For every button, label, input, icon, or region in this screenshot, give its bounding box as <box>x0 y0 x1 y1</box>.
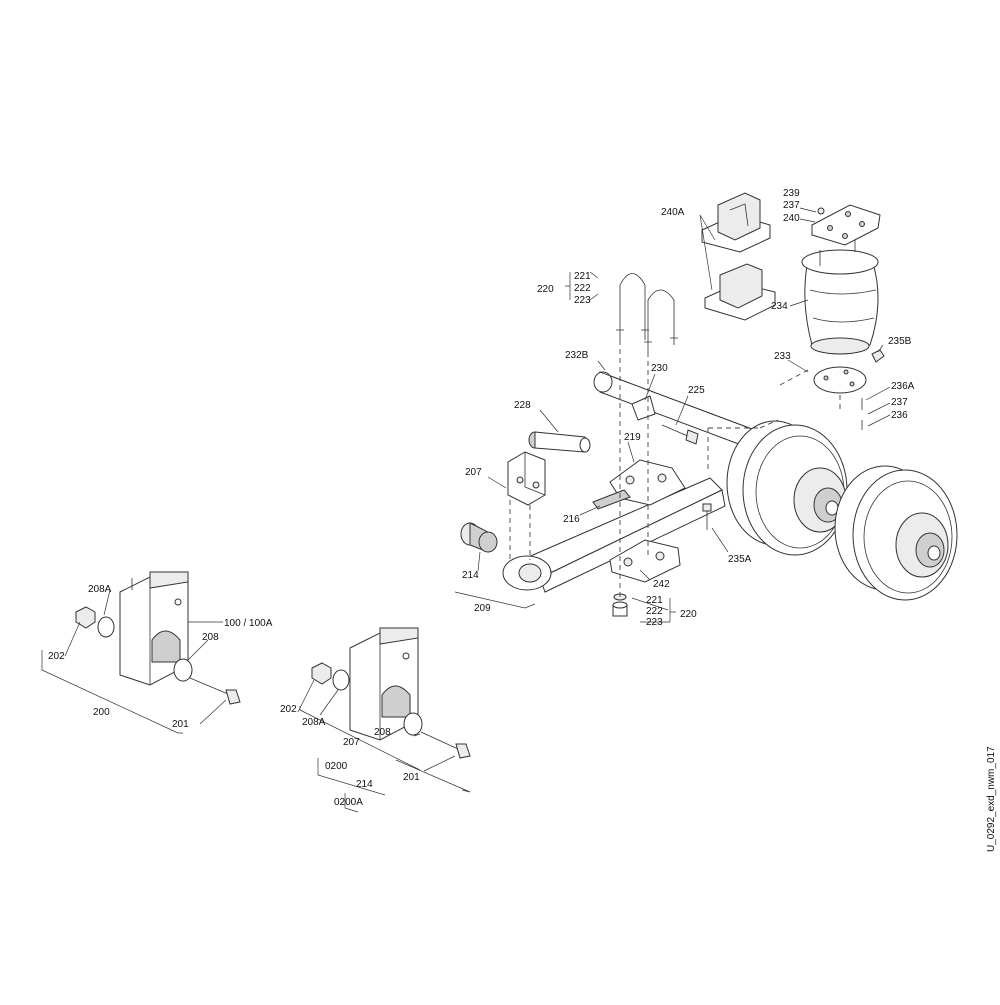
callout-0200: 0200 <box>325 761 348 772</box>
callout-201: 201 <box>172 719 189 730</box>
callout-208b: 208 <box>374 727 391 738</box>
callout-236A: 236A <box>891 381 915 392</box>
callout-100: 100 / 100A <box>224 618 273 629</box>
callout-240A: 240A <box>661 207 685 218</box>
callout-236: 236 <box>891 410 908 421</box>
callout-207b: 207 <box>343 737 360 748</box>
callout-0200A: 0200A <box>334 797 363 808</box>
callout-221b: 221 <box>646 595 663 606</box>
callout-219: 219 <box>624 432 641 443</box>
callout-221: 221 <box>574 271 591 282</box>
bolt-225 <box>661 424 699 445</box>
callout-220b: 220 <box>680 609 697 620</box>
callout-208A: 208A <box>88 584 112 595</box>
callout-233: 233 <box>774 351 791 362</box>
callout-209: 209 <box>474 603 491 614</box>
callout-235B: 235B <box>888 336 912 347</box>
shim-216 <box>592 489 631 510</box>
axle-beam <box>593 371 761 453</box>
piston-plate-233 <box>813 349 885 430</box>
bracket-240A-lower <box>704 263 776 321</box>
callout-214b: 214 <box>356 779 373 790</box>
callout-201b: 201 <box>403 772 420 783</box>
trailing-arm-209 <box>502 477 726 593</box>
air-spring-234 <box>801 249 879 355</box>
bracket-230 <box>631 395 656 421</box>
bushing-214 <box>460 522 498 553</box>
upper-plate-240 <box>811 204 881 252</box>
hanger-assembly-200 <box>75 571 241 705</box>
callout-216: 216 <box>563 514 580 525</box>
callout-labels: 239 237 240 240A 221 222 223 220 234 232… <box>48 188 915 808</box>
u-bolt-1 <box>616 273 649 340</box>
callout-225: 225 <box>688 385 705 396</box>
callout-235A: 235A <box>728 554 752 565</box>
callout-222b: 222 <box>646 606 663 617</box>
callout-230: 230 <box>651 363 668 374</box>
assembly-lines <box>509 340 841 600</box>
callout-200: 200 <box>93 707 110 718</box>
u-bolt-2 <box>644 289 678 352</box>
callout-237b: 237 <box>891 397 908 408</box>
callout-208: 208 <box>202 632 219 643</box>
callout-228: 228 <box>514 400 531 411</box>
bracket-240A-upper <box>701 192 771 253</box>
callout-223b: 223 <box>646 617 663 628</box>
callout-234: 234 <box>771 301 788 312</box>
brake-drum-outer <box>834 465 958 601</box>
callout-232B: 232B <box>565 350 589 361</box>
hanger-bracket-207 <box>507 451 546 506</box>
leader-lines <box>41 207 891 813</box>
callout-237: 237 <box>783 200 800 211</box>
callout-223: 223 <box>574 295 591 306</box>
callout-202: 202 <box>48 651 65 662</box>
callout-240: 240 <box>783 213 800 224</box>
callout-239: 239 <box>783 188 800 199</box>
drawing-id: U_0292_exd_nwm_017 <box>986 746 997 852</box>
bolt-235A <box>702 503 712 530</box>
callout-214: 214 <box>462 570 479 581</box>
callout-208Ab: 208A <box>302 717 326 728</box>
hanger-assembly-0200 <box>311 627 471 759</box>
callout-222: 222 <box>574 283 591 294</box>
bottom-plate-242 <box>609 539 681 583</box>
pivot-bushing-228 <box>528 431 591 453</box>
brake-drum-inner <box>726 420 848 556</box>
nut-washer-stack <box>612 593 628 617</box>
callout-242: 242 <box>653 579 670 590</box>
callout-207: 207 <box>465 467 482 478</box>
callout-202b: 202 <box>280 704 297 715</box>
callout-220: 220 <box>537 284 554 295</box>
